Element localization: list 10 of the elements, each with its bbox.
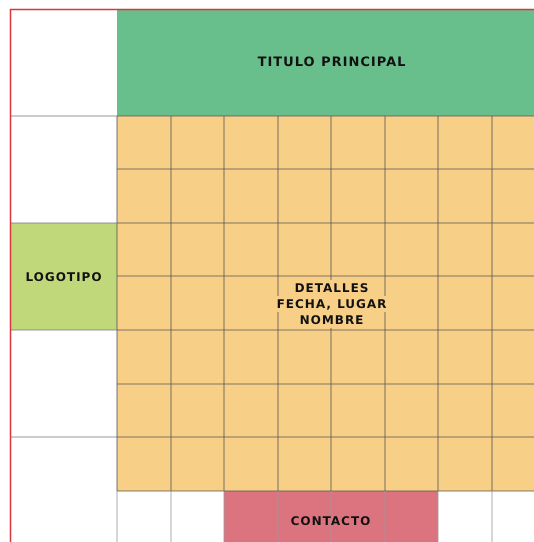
details-area (117, 116, 534, 491)
title-text: TITULO PRINCIPAL (258, 54, 406, 70)
panel-label: NOMBRE (300, 312, 364, 328)
contact-area (224, 491, 438, 542)
panel-label: CONTACTO (290, 513, 372, 529)
title-banner (117, 9, 534, 116)
panel-label: DETALLES (294, 280, 370, 296)
sidebar-panel (11, 223, 117, 330)
panel-label: FECHA, LUGAR (276, 296, 388, 312)
panel-label: LOGOTIPO (25, 268, 103, 284)
